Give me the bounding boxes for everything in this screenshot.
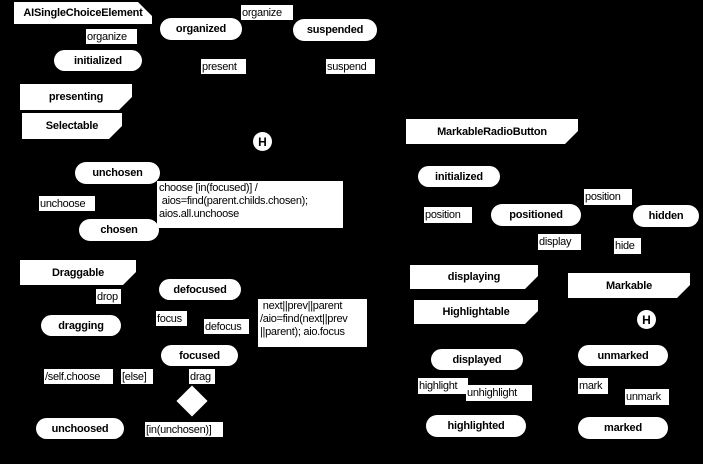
state-label: displayed <box>452 353 502 366</box>
transition-text: unhighlight <box>467 387 517 399</box>
state-positioned[interactable]: positioned <box>491 204 581 226</box>
transition-label-drop: drop <box>96 289 121 304</box>
transition-text: focus <box>157 312 182 325</box>
transition-label-position-right: position <box>584 189 632 205</box>
state-label: initialized <box>74 54 122 67</box>
composite-state-markable-radio-button[interactable]: MarkableRadioButton <box>406 119 578 144</box>
state-label: initialized <box>435 170 483 183</box>
state-initialized-left[interactable]: initialized <box>54 50 142 71</box>
composite-label: Selectable <box>45 120 99 132</box>
composite-state-displaying[interactable]: displaying <box>410 265 538 289</box>
state-initialized-right[interactable]: initialized <box>418 166 500 187</box>
transition-label-present: present <box>201 59 246 74</box>
transition-label-mark: mark <box>578 378 608 394</box>
state-label: chosen <box>100 224 138 236</box>
transition-text: unmark <box>626 391 661 403</box>
state-label: hidden <box>648 210 684 222</box>
transition-label-highlight: highlight <box>418 378 468 394</box>
composite-label: AISingleChoiceElement <box>23 7 143 19</box>
state-label: positioned <box>509 209 563 221</box>
state-unmarked[interactable]: unmarked <box>578 345 668 366</box>
transition-label-focus: focus <box>156 311 187 326</box>
transition-label-unmark: unmark <box>625 389 669 405</box>
transition-label-hide: hide <box>614 238 641 254</box>
transition-label-unchoose: unchoose <box>39 196 95 211</box>
composite-label: Markable <box>605 279 653 292</box>
state-marked[interactable]: marked <box>578 417 668 439</box>
transition-text: /self.choose <box>45 370 101 383</box>
transition-label-self-choose: /self.choose <box>44 369 113 384</box>
state-dragging[interactable]: dragging <box>41 315 121 336</box>
transition-text: unchoose <box>40 197 86 210</box>
composite-label: displaying <box>447 271 501 283</box>
transition-label-else-guard: [else] <box>121 369 153 384</box>
composite-state-selectable[interactable]: Selectable <box>22 113 122 139</box>
state-focused[interactable]: focused <box>161 345 238 366</box>
composite-label: Highlightable <box>442 306 510 318</box>
state-unchoosed[interactable]: unchoosed <box>36 418 124 439</box>
composite-state-presenting[interactable]: presenting <box>20 84 132 110</box>
state-label: marked <box>604 422 642 434</box>
transition-text: hide <box>615 240 635 252</box>
choice-pseudostate-diamond[interactable] <box>176 385 208 417</box>
transition-text: suspend <box>327 60 367 73</box>
transition-text: [in(unchosen)] <box>146 423 212 436</box>
state-label: highlighted <box>447 420 505 432</box>
transition-label-focus-action: next||prev||parent /aio=find(next||prev … <box>258 299 367 347</box>
transition-text: highlight <box>419 380 458 392</box>
state-defocused[interactable]: defocused <box>159 279 241 300</box>
state-label: unchosen <box>92 167 143 179</box>
transition-label-unhighlight: unhighlight <box>466 385 532 401</box>
composite-label: MarkableRadioButton <box>437 125 547 138</box>
transition-label-organize-top: organize <box>241 5 293 20</box>
transition-text: present <box>202 60 237 73</box>
transition-text: [else] <box>122 370 147 383</box>
state-label: suspended <box>306 24 364 36</box>
transition-text: defocus <box>205 320 242 333</box>
transition-text: organize <box>87 30 127 43</box>
transition-text: mark <box>579 380 603 392</box>
state-label: dragging <box>58 319 104 332</box>
transition-label-organize-left: organize <box>86 29 137 44</box>
composite-state-ai-single-choice-element[interactable]: AISingleChoiceElement <box>14 2 152 24</box>
transition-label-in-unchosen-guard: [in(unchosen)] <box>145 422 223 437</box>
state-suspended[interactable]: suspended <box>293 19 377 41</box>
composite-state-markable[interactable]: Markable <box>568 273 690 298</box>
composite-label: Draggable <box>52 266 104 279</box>
transition-text: drop <box>97 290 118 303</box>
state-label: defocused <box>173 283 227 296</box>
transition-text: drag <box>190 370 211 383</box>
transition-label-defocus: defocus <box>204 319 249 334</box>
state-label: unchoosed <box>51 422 109 435</box>
state-hidden[interactable]: hidden <box>633 205 699 227</box>
history-pseudostate-markable[interactable]: H <box>637 310 656 329</box>
composite-state-draggable[interactable]: Draggable <box>20 260 136 285</box>
history-label: H <box>642 312 651 327</box>
transition-text: display <box>539 236 572 248</box>
transition-text: organize <box>242 6 282 19</box>
transition-label-choose-action: choose [in(focused)] / aios=find(parent.… <box>157 181 343 228</box>
transition-text: position <box>585 191 621 203</box>
state-highlighted[interactable]: highlighted <box>426 415 526 437</box>
transition-label-position-left: position <box>424 207 472 223</box>
transition-label-display: display <box>538 234 581 250</box>
state-chosen[interactable]: chosen <box>79 219 159 241</box>
composite-label: presenting <box>48 91 104 103</box>
history-pseudostate-selectable[interactable]: H <box>253 132 272 151</box>
transition-label-suspend: suspend <box>326 59 375 74</box>
history-label: H <box>258 134 267 149</box>
state-organized[interactable]: organized <box>160 18 242 40</box>
state-label: organized <box>175 23 227 35</box>
transition-label-drag: drag <box>189 369 215 384</box>
state-displayed[interactable]: displayed <box>431 349 523 370</box>
composite-state-highlightable[interactable]: Highlightable <box>414 300 538 324</box>
state-label: unmarked <box>597 349 649 362</box>
state-unchosen[interactable]: unchosen <box>75 162 160 184</box>
transition-text: position <box>425 209 461 221</box>
state-label: focused <box>179 349 220 362</box>
